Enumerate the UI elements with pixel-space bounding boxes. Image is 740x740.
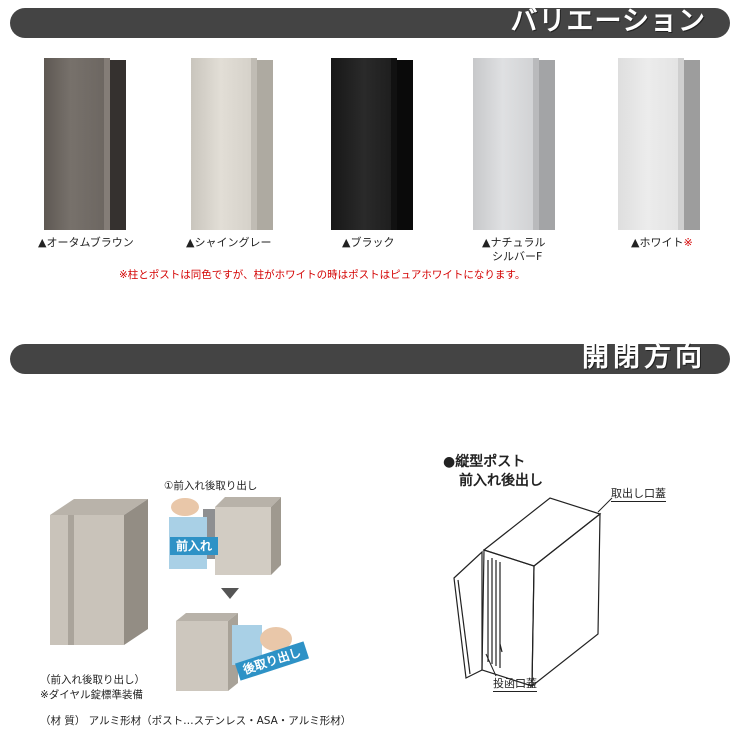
- swatch-face: [44, 58, 110, 230]
- swatch-label-text: ▲ナチュラル: [482, 236, 546, 249]
- section-header-opening-direction: 開閉方向: [10, 342, 730, 374]
- swatch-label: ▲オータムブラウン: [38, 236, 134, 250]
- swatch-natural-silver: [473, 58, 555, 230]
- swatch-face: [191, 58, 257, 230]
- label-insert-lid: 投函口蓋: [493, 677, 537, 692]
- section-header-variation: バリエーション: [10, 6, 730, 38]
- swatch-label: ▲ナチュラル シルバーF: [482, 236, 545, 264]
- swatch-label-text: ▲ホワイト: [631, 236, 684, 249]
- swatch-black: [331, 58, 413, 230]
- label-takeout-lid: 取出し口蓋: [611, 487, 666, 502]
- swatch-label-text: ▲オータムブラウン: [38, 236, 134, 249]
- swatch-side: [684, 60, 700, 230]
- tag-front-insert: 前入れ: [170, 537, 219, 555]
- swatch-edge: [104, 58, 110, 230]
- swatch-face: [473, 58, 539, 230]
- swatch-label: ▲ブラック: [342, 236, 394, 250]
- material-caption: （材 質） アルミ形材（ポスト…ステンレス・ASA・アルミ形材）: [40, 715, 352, 727]
- swatch-side: [539, 60, 555, 230]
- leader-line: [485, 653, 497, 677]
- caption-direction: （前入れ後取り出し）: [40, 674, 145, 686]
- arrow-down-icon: [221, 588, 239, 599]
- diagram-title: ●縦型ポスト: [443, 454, 526, 470]
- step-caption: ①前入れ後取り出し: [164, 480, 258, 492]
- post-line-diagram: [440, 494, 610, 694]
- swatch-label: ▲シャイングレー: [186, 236, 271, 250]
- swatch-edge: [251, 58, 257, 230]
- caption-lock: ※ダイヤル錠標準装備: [40, 689, 143, 701]
- color-note: ※柱とポストは同色ですが、柱がホワイトの時はポストはピュアホワイトになります。: [119, 269, 526, 281]
- swatch-label-text: ▲シャイングレー: [186, 236, 272, 249]
- swatch-edge: [533, 58, 539, 230]
- swatch-side: [397, 60, 413, 230]
- asterisk-mark: ※: [683, 236, 693, 249]
- swatch-side: [257, 60, 273, 230]
- swatch-face: [331, 58, 397, 230]
- leader-line: [597, 497, 613, 513]
- swatch-label: ▲ホワイト※: [631, 236, 693, 250]
- swatch-face: [618, 58, 684, 230]
- section-title: 開閉方向: [582, 342, 706, 373]
- swatch-shine-gray: [191, 58, 273, 230]
- swatch-edge: [391, 58, 397, 230]
- post-photo: [44, 495, 152, 647]
- swatch-side: [110, 60, 126, 230]
- swatch-edge: [678, 58, 684, 230]
- section-title: バリエーション: [510, 6, 706, 37]
- swatch-label-text-line2: シルバーF: [492, 250, 543, 263]
- swatch-label-text: ▲ブラック: [342, 236, 395, 249]
- swatch-white: [618, 58, 700, 230]
- diagram-subtitle: 前入れ後出し: [459, 473, 543, 489]
- swatch-autumn-brown: [44, 58, 126, 230]
